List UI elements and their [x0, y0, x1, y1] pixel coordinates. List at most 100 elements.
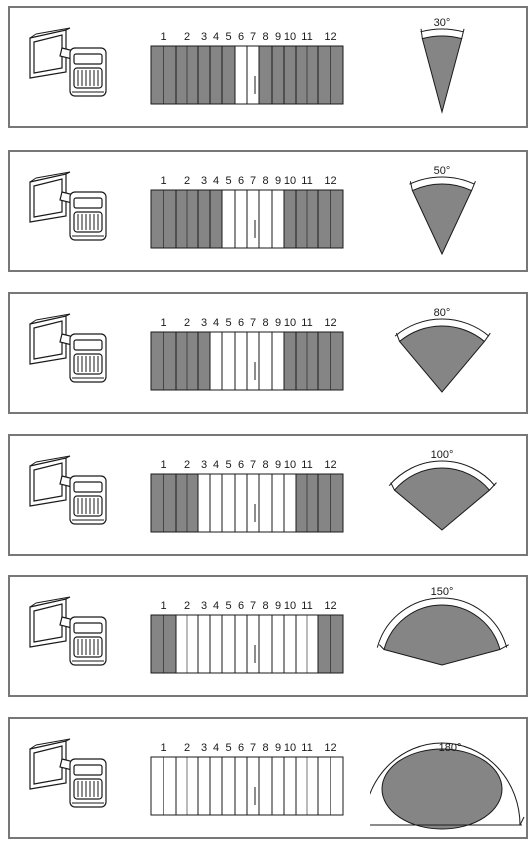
lens-zone-9 — [272, 474, 284, 532]
zone-number-label: 2 — [184, 317, 190, 329]
lens-zone-3 — [198, 46, 210, 104]
sensor-illustration — [26, 454, 110, 532]
motion-sensor-icon — [26, 312, 110, 390]
zone-number-label: 5 — [225, 175, 231, 187]
lens-zone-5 — [222, 332, 235, 390]
lens-zone-6 — [235, 757, 247, 815]
zone-number-label: 11 — [301, 31, 312, 43]
lens-zone-10 — [284, 190, 296, 248]
zone-number-label: 8 — [262, 31, 268, 43]
zone-number-label: 6 — [238, 459, 244, 471]
angle-label: 100° — [431, 449, 454, 461]
angle-label: 80° — [434, 307, 451, 319]
zone-number-label: 12 — [324, 31, 336, 43]
lens-zone-5 — [222, 615, 235, 673]
lens-zone-9 — [272, 757, 284, 815]
lens-zone-7 — [247, 46, 259, 104]
lens-zone-7 — [247, 190, 259, 248]
motion-sensor-icon — [26, 595, 110, 673]
zone-number-label: 4 — [213, 742, 219, 754]
lens-zone-8 — [259, 190, 272, 248]
motion-sensor-icon — [26, 170, 110, 248]
zone-number-label: 7 — [250, 742, 256, 754]
lens-zone-8 — [259, 332, 272, 390]
lens-zone-9 — [272, 46, 284, 104]
zone-number-label: 12 — [324, 317, 336, 329]
angle-label: 30° — [434, 17, 451, 29]
zone-number-label: 8 — [262, 317, 268, 329]
lens-zone-10 — [284, 615, 296, 673]
zone-number-label: 3 — [201, 742, 207, 754]
zone-number-label: 2 — [184, 459, 190, 471]
lens-zone-4 — [210, 46, 222, 104]
zone-number-label: 10 — [284, 175, 296, 187]
fan-container: 150° — [370, 579, 528, 695]
zone-number-label: 11 — [301, 742, 312, 754]
zone-number-label: 9 — [275, 459, 281, 471]
zone-number-label: 7 — [250, 175, 256, 187]
sensor-illustration — [26, 595, 110, 673]
lens-zone-8 — [259, 615, 272, 673]
fan-container: 30° — [370, 10, 528, 126]
sensor-illustration — [26, 170, 110, 248]
lens-zone-10 — [284, 332, 296, 390]
lens-zone-10 — [284, 46, 296, 104]
lens-zone-6 — [235, 46, 247, 104]
zone-number-label: 9 — [275, 31, 281, 43]
lens-zone-3 — [198, 757, 210, 815]
angle-label: 180° — [439, 742, 462, 754]
zone-number-label: 6 — [238, 317, 244, 329]
zone-number-label: 9 — [275, 317, 281, 329]
lens-zone-10 — [284, 474, 296, 532]
zone-number-label: 4 — [213, 459, 219, 471]
zone-number-label: 1 — [160, 31, 166, 43]
zone-number-label: 5 — [225, 742, 231, 754]
zone-number-label: 7 — [250, 317, 256, 329]
lens-zone-4 — [210, 474, 222, 532]
lens-zone-5 — [222, 190, 235, 248]
lens-zone-3 — [198, 474, 210, 532]
zone-number-label: 3 — [201, 317, 207, 329]
zone-number-label: 6 — [238, 742, 244, 754]
zone-number-label: 8 — [262, 742, 268, 754]
zone-number-label: 1 — [160, 459, 166, 471]
zone-number-label: 10 — [284, 31, 296, 43]
zone-number-label: 1 — [160, 742, 166, 754]
lens-zone-3 — [198, 615, 210, 673]
lens-zone-8 — [259, 46, 272, 104]
zone-number-label: 1 — [160, 600, 166, 612]
fan-container: 80° — [370, 296, 528, 412]
zone-number-label: 3 — [201, 600, 207, 612]
zone-number-label: 10 — [284, 459, 296, 471]
detection-angle-fan: 80° — [370, 296, 528, 412]
lens-zone-3 — [198, 332, 210, 390]
zone-number-label: 3 — [201, 31, 207, 43]
lens-zone-7 — [247, 332, 259, 390]
lens-zone-4 — [210, 615, 222, 673]
zone-number-label: 10 — [284, 600, 296, 612]
zone-number-label: 7 — [250, 459, 256, 471]
zone-number-label: 12 — [324, 600, 336, 612]
fan-container: 100° — [370, 438, 528, 554]
detection-angle-fan: 150° — [370, 579, 528, 695]
zone-number-label: 4 — [213, 600, 219, 612]
motion-sensor-icon — [26, 454, 110, 532]
zone-number-label: 6 — [238, 31, 244, 43]
fan-container: 50° — [370, 154, 528, 270]
zone-number-label: 9 — [275, 600, 281, 612]
zone-number-label: 5 — [225, 317, 231, 329]
lens-zone-6 — [235, 332, 247, 390]
fan-container: 180° — [370, 721, 528, 837]
zone-number-label: 3 — [201, 175, 207, 187]
lens-zone-5 — [222, 757, 235, 815]
lens-zone-6 — [235, 474, 247, 532]
